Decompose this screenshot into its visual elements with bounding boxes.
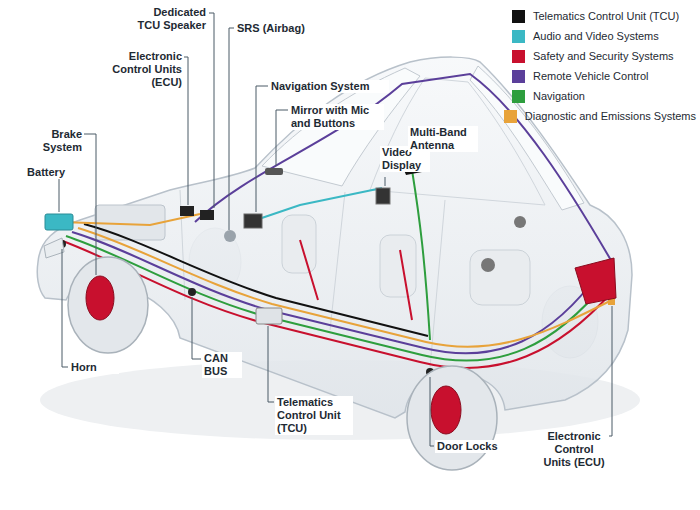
navigation-screen: [244, 214, 262, 228]
tcu-box: [256, 308, 282, 324]
legend-swatch: [512, 90, 525, 103]
leader-line: [385, 177, 386, 186]
leader-line: [62, 249, 68, 367]
legend-swatch: [512, 10, 525, 23]
leader-line: [229, 28, 234, 230]
leader-line: [256, 86, 268, 212]
speaker: [514, 216, 526, 228]
callout-label: Multi-Band Antenna: [408, 126, 478, 152]
legend-text: Audio and Video Systems: [533, 30, 659, 43]
battery-box: [45, 214, 73, 230]
rear-seat: [470, 250, 530, 305]
head-light: [44, 238, 64, 258]
door-line: [180, 190, 445, 368]
seat: [282, 215, 316, 273]
legend-entry: Remote Vehicle Control: [512, 70, 649, 83]
legend-text: Navigation: [533, 90, 585, 103]
ecu-box: [180, 206, 194, 216]
legend-entry: Audio and Video Systems: [512, 30, 659, 43]
audio-wire: [250, 188, 382, 222]
roof-wire: [195, 74, 612, 262]
legend-text: Remote Vehicle Control: [533, 70, 649, 83]
front-wheel: [68, 257, 148, 353]
tail-light: [575, 258, 616, 304]
mirror: [265, 168, 283, 175]
antenna-wire: [412, 170, 430, 340]
callout-label: Electronic Control Units (ECU): [104, 50, 184, 89]
video-display: [376, 188, 390, 204]
legend-entry: Diagnostic and Emissions Systems: [504, 110, 696, 123]
brake-rotor: [86, 276, 114, 320]
legend-entry: Telematics Control Unit (TCU): [512, 10, 679, 23]
legend-text: Diagnostic and Emissions Systems: [525, 110, 696, 123]
airbag: [224, 230, 236, 242]
can-bus-node: [188, 288, 196, 296]
leader-line: [609, 306, 612, 436]
callout-label: Dedicated TCU Speaker: [133, 6, 208, 32]
leader-line: [84, 134, 96, 275]
leader-line: [276, 110, 288, 166]
engine-block: [95, 205, 165, 240]
seat-wire: [300, 240, 412, 320]
legend-swatch: [512, 30, 525, 43]
speaker: [481, 258, 495, 272]
side-window: [370, 78, 545, 205]
callout-label: Mirror with Mic and Buttons: [289, 104, 384, 130]
callout-label: Door Locks: [435, 440, 515, 453]
callout-label: Battery: [14, 166, 67, 179]
callout-label: Telematics Control Unit (TCU): [275, 396, 353, 435]
legend-swatch: [512, 50, 525, 63]
callout-label: SRS (Airbag): [235, 22, 325, 35]
leader-line: [209, 13, 214, 208]
legend-text: Telematics Control Unit (TCU): [533, 10, 679, 23]
legend-entry: Safety and Security Systems: [512, 50, 674, 63]
legend-swatch: [512, 70, 525, 83]
leader-line: [268, 326, 274, 402]
seat: [380, 235, 416, 297]
brake-rotor: [431, 386, 461, 434]
legend-swatch: [504, 110, 517, 123]
leader-lines: [59, 13, 612, 446]
leader-line: [184, 57, 188, 205]
callout-label: Navigation System: [269, 80, 389, 93]
callout-label: Electronic Control Units (ECU): [540, 430, 608, 469]
leader-line: [192, 297, 201, 359]
leader-line: [430, 377, 434, 446]
remote-wire: [72, 232, 600, 353]
diagnostic-wire: [78, 228, 612, 347]
callout-label: CAN BUS: [202, 352, 242, 378]
rear-wheel: [407, 366, 497, 470]
callout-label: Horn: [69, 361, 119, 374]
callout-label: Brake System: [36, 128, 84, 154]
battery-wire: [60, 214, 200, 225]
tcu-speaker: [200, 210, 214, 220]
legend-entry: Navigation: [512, 90, 585, 103]
legend-text: Safety and Security Systems: [533, 50, 674, 63]
